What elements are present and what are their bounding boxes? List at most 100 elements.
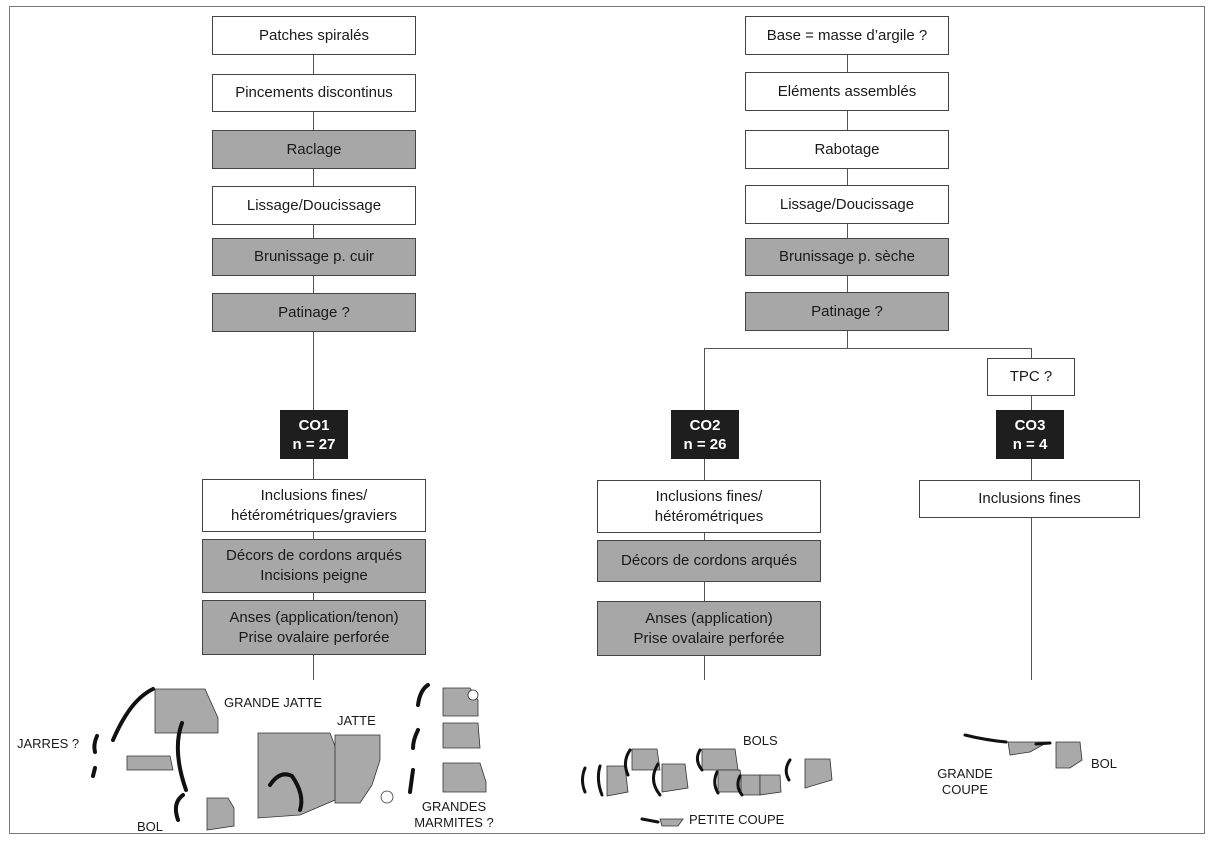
col1-feature-inclusions: Inclusions fines/ hétérométriques/gravie… <box>202 479 426 532</box>
col1-vessels <box>126 687 487 831</box>
col3-step-tpc: TPC ? <box>987 358 1075 396</box>
col1-feature-anses-line2: Prise ovalaire perforée <box>238 628 390 646</box>
marmite-sherd-2 <box>442 722 481 749</box>
label-jarres: JARRES ? <box>17 736 80 751</box>
col1-connector <box>313 55 314 410</box>
col2-feature-anses: Anses (application) Prise ovalaire perfo… <box>597 601 821 656</box>
col1-step-patinage: Patinage ? <box>212 293 416 332</box>
label-bol-col3: BOL <box>1091 756 1118 771</box>
bol-profile-3 <box>623 748 632 777</box>
col1-group-badge: CO1 n = 27 <box>280 410 348 459</box>
bol-profile-1 <box>581 766 587 794</box>
label-grandes-marmites-line2: MARMITES ? <box>414 815 494 830</box>
col2-step-base: Base = masse d’argile ? <box>745 16 949 55</box>
bol-sherd-6 <box>740 774 761 796</box>
label-grandes-marmites: GRANDES MARMITES ? <box>404 799 504 831</box>
marmite-profile-2 <box>411 728 420 750</box>
bol-sherd-1 <box>606 765 629 797</box>
col1-step-patches: Patches spiralés <box>212 16 416 55</box>
col1-step-lissage: Lissage/Doucissage <box>212 186 416 225</box>
jatte-handle <box>380 790 394 804</box>
bol-profile <box>173 793 185 822</box>
grande-coupe-profile <box>963 733 1008 744</box>
jarre-profile-2 <box>91 766 97 778</box>
col2-feature-anses-line1: Anses (application) <box>645 609 773 627</box>
col3-vessels <box>1007 741 1083 769</box>
col2-feature-inclusions-line1: Inclusions fines/ <box>655 487 763 505</box>
jarre-profile-1 <box>92 734 99 754</box>
col2-feature-inclusions-line2: hétérométriques <box>654 507 764 525</box>
col1-feature-inclusions-line1: Inclusions fines/ <box>260 486 368 504</box>
bol-sherd-8 <box>804 758 833 789</box>
col2-feature-inclusions: Inclusions fines/ hétérométriques <box>597 480 821 533</box>
jatte-profile <box>175 721 188 792</box>
col1-step-pincements: Pincements discontinus <box>212 74 416 112</box>
bol-sherd-7 <box>759 774 782 796</box>
marmite-profile-3 <box>408 768 415 794</box>
col1-feature-decors-line1: Décors de cordons arqués <box>226 547 402 564</box>
col3-connector-lower <box>1031 459 1032 680</box>
col3-profiles <box>963 733 1052 746</box>
col3-group-count: n = 4 <box>1012 435 1048 453</box>
col1-feature-anses: Anses (application/tenon) Prise ovalaire… <box>202 600 426 655</box>
col2-group-code: CO2 <box>689 416 721 434</box>
branch-horizontal <box>704 348 1031 349</box>
grande-jatte-sherd <box>154 688 219 734</box>
col3-bol-profile <box>1034 741 1052 746</box>
col2-step-elements: Eléments assemblés <box>745 72 949 111</box>
label-grande-coupe: GRANDE COUPE <box>930 766 1000 798</box>
bol-profile-5 <box>695 748 704 772</box>
jatte-sherd <box>334 734 381 804</box>
bol-profile-7 <box>736 774 744 797</box>
diagram-frame <box>9 6 1205 834</box>
bol-sherd-2 <box>631 748 661 771</box>
bol-sherd-4 <box>701 748 739 771</box>
col2-vessels <box>606 748 833 827</box>
col2-step-rabotage: Rabotage <box>745 130 949 169</box>
bol-profile-4 <box>652 762 662 797</box>
col2-step-brunissage: Brunissage p. sèche <box>745 238 949 276</box>
label-grandes-marmites-line1: GRANDES <box>421 799 487 814</box>
col3-group-badge: CO3 n = 4 <box>996 410 1064 459</box>
petite-coupe-profile <box>640 817 660 824</box>
col2-feature-decors-line1: Décors de cordons arqués <box>621 552 797 569</box>
col1-step-brunissage: Brunissage p. cuir <box>212 238 416 276</box>
label-grande-coupe-line1: GRANDE <box>937 766 993 781</box>
label-bol-col1: BOL <box>137 819 164 834</box>
label-jatte: JATTE <box>337 713 376 728</box>
col3-bol-sherd <box>1055 741 1083 769</box>
col3-feature-inclusions: Inclusions fines <box>919 480 1140 518</box>
col1-group-code: CO1 <box>298 416 330 434</box>
bol-profile-8 <box>784 758 792 782</box>
bol-profile-2 <box>596 764 604 797</box>
marmite-profile-1 <box>416 683 430 707</box>
label-petite-coupe: PETITE COUPE <box>689 812 785 827</box>
label-bols: BOLS <box>743 733 778 748</box>
col2-group-badge: CO2 n = 26 <box>671 410 739 459</box>
bol-sherd-3 <box>661 763 689 793</box>
bol-profile-6 <box>713 770 720 795</box>
col1-feature-decors: Décors de cordons arqués Incisions peign… <box>202 539 426 593</box>
label-grande-jatte: GRANDE JATTE <box>224 695 322 710</box>
col2-profiles <box>581 748 792 824</box>
col3-group-code: CO3 <box>1014 416 1046 434</box>
col2-step-patinage: Patinage ? <box>745 292 949 331</box>
col1-feature-decors-line2: Incisions peigne <box>260 567 368 584</box>
label-grande-coupe-line2: COUPE <box>941 782 989 797</box>
col1-group-count: n = 27 <box>292 435 336 453</box>
col1-feature-inclusions-line2: hétérométriques/graviers <box>231 506 397 524</box>
col1-step-raclage: Raclage <box>212 130 416 169</box>
petite-coupe-sherd <box>659 818 684 827</box>
jarre-sherd <box>126 755 174 771</box>
marmite-handle <box>467 689 479 701</box>
col2-step-lissage: Lissage/Doucissage <box>745 185 949 224</box>
jatte-handle-profile <box>268 772 304 812</box>
bol-sherd <box>206 797 235 831</box>
col2-feature-decors: Décors de cordons arqués <box>597 540 821 582</box>
col1-profiles <box>91 683 430 822</box>
col2-feature-anses-line2: Prise ovalaire perforée <box>633 629 785 647</box>
col1-feature-anses-line1: Anses (application/tenon) <box>229 608 399 626</box>
marmite-sherd-3 <box>442 762 487 793</box>
col2-branch <box>704 348 705 410</box>
